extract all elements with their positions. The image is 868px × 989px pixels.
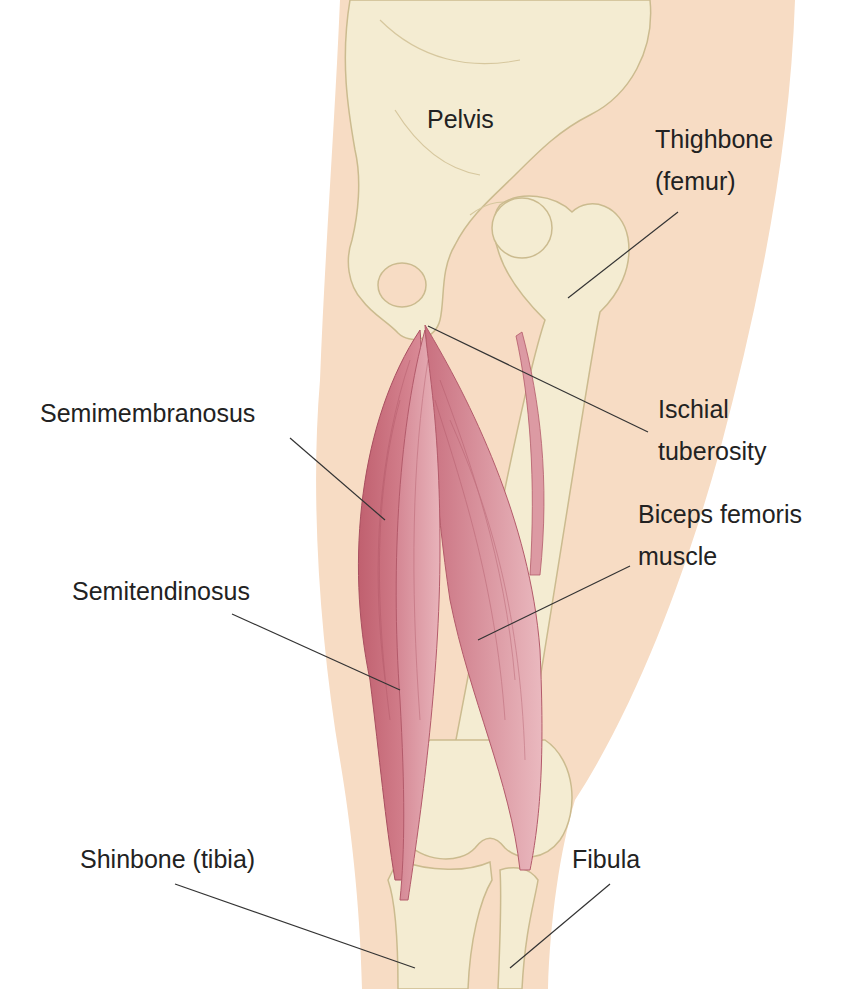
leader-line: [232, 614, 400, 690]
pelvis-contour: [380, 20, 520, 215]
leader-line: [568, 212, 678, 298]
leg-skin: [316, 0, 795, 989]
leader-line: [428, 326, 648, 432]
muscle-striations: [378, 360, 525, 760]
part-label: Fibula: [572, 838, 640, 880]
biceps-femoris-muscle: [425, 325, 542, 870]
leader-line: [510, 884, 610, 968]
obturator-foramen: [378, 263, 426, 307]
leader-line: [175, 884, 415, 968]
part-label: Pelvis: [427, 98, 494, 140]
fibula-bone: [498, 868, 538, 989]
part-label: Shinbone (tibia): [80, 838, 255, 880]
part-label: Ischial tuberosity: [658, 388, 818, 472]
leader-line: [478, 566, 630, 640]
part-label: Semimembranosus: [40, 392, 255, 434]
leader-line: [290, 438, 385, 520]
part-label: Semitendinosus: [72, 570, 250, 612]
part-label: Thighbone (femur): [655, 118, 795, 202]
part-label: Biceps femoris muscle: [638, 493, 848, 577]
semitendinosus-muscle: [396, 330, 440, 900]
femoral-head: [492, 198, 552, 258]
